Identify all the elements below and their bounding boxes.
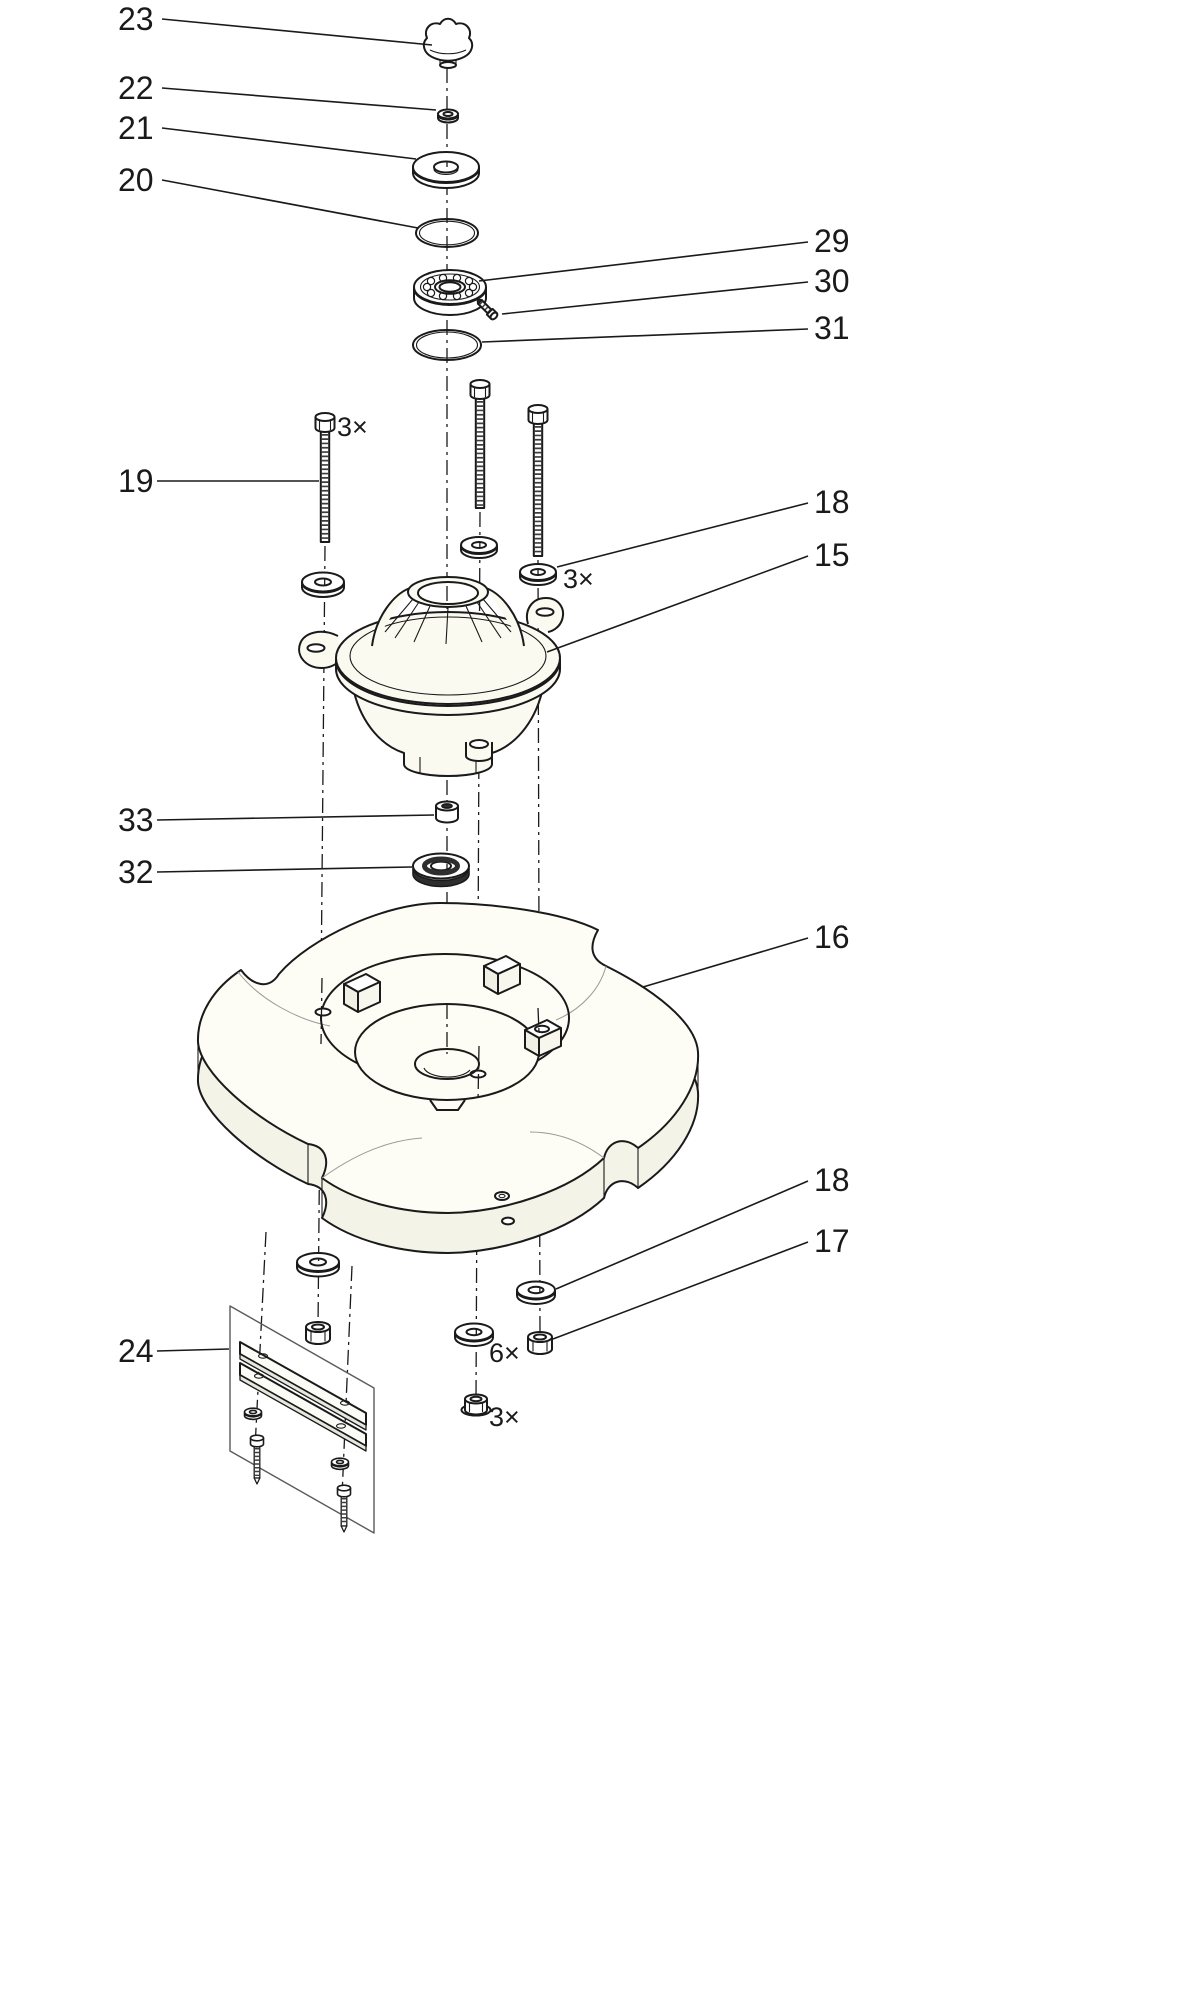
part-bolt-19-left [314, 412, 336, 543]
quantity-label-bolts: 3× [337, 412, 368, 442]
part-nut-17-bottom-right [527, 1331, 553, 1355]
axis-overlay-pocket-left [320, 977, 323, 1045]
blade-kit-screw-right [336, 1484, 352, 1533]
leader-line-31 [481, 328, 809, 343]
blade-bars [239, 1341, 367, 1452]
part-label-33: 33 [118, 802, 154, 838]
part-label-18-bottom: 18 [814, 1162, 850, 1198]
part-washer-18-bottom-right [516, 1280, 556, 1305]
leader-line-16 [642, 937, 809, 988]
leader-line-33 [156, 814, 435, 821]
part-label-20: 20 [118, 162, 154, 198]
part-label-23: 23 [118, 1, 154, 37]
part-flange-nut-bottom-middle [460, 1393, 492, 1417]
pocket-tabs [343, 955, 562, 1057]
part-blade-kit-24 [229, 1305, 375, 1534]
quantity-label-washers-top: 3× [563, 564, 594, 594]
leader-line-23 [161, 18, 433, 46]
blade-kit-washer-left [243, 1407, 263, 1421]
leader-line-29 [478, 241, 809, 282]
leader-line-18-top [556, 502, 809, 568]
quantity-label-washers-bottom: 6× [489, 1338, 520, 1368]
part-label-15: 15 [814, 537, 850, 573]
leader-line-22 [161, 87, 437, 111]
part-washer-22 [437, 108, 459, 124]
leader-line-30 [501, 281, 809, 315]
axis-overlay-pocket-middle [477, 1045, 480, 1103]
part-spacer-33 [435, 800, 459, 824]
part-label-22: 22 [118, 70, 154, 106]
part-washer-21 [412, 151, 480, 189]
leader-line-17 [552, 1241, 809, 1340]
part-label-19: 19 [118, 463, 154, 499]
quantity-label-nuts-bottom: 3× [489, 1402, 520, 1432]
part-seal-32 [412, 852, 470, 888]
part-label-21: 21 [118, 110, 154, 146]
part-washer-bottom-left [296, 1252, 340, 1278]
part-label-30: 30 [814, 263, 850, 299]
leader-line-24 [156, 1348, 230, 1352]
leader-line-32 [156, 866, 413, 873]
axis-overlay-pocket-right [537, 1007, 540, 1033]
part-ring-31 [412, 329, 482, 361]
part-label-32: 32 [118, 854, 154, 890]
part-retaining-ring-20 [415, 218, 479, 248]
part-disc-16 [196, 902, 700, 1254]
part-washer-18-middle [460, 536, 498, 559]
part-label-24: 24 [118, 1333, 154, 1369]
blade-kit-washer-right [330, 1457, 350, 1471]
part-nut-bottom-left [305, 1321, 331, 1345]
blade-screw-axis-right [341, 1265, 353, 1497]
axis-overlays [320, 586, 540, 1103]
part-washer-bottom-middle [454, 1322, 494, 1347]
leader-line-20 [161, 179, 419, 229]
leader-lines [156, 18, 809, 1352]
assembly-axes [254, 68, 541, 1497]
part-cap-23 [422, 17, 474, 69]
bolt-axis-left [317, 545, 326, 1329]
part-washer-18-left [301, 571, 345, 598]
part-label-18-top: 18 [814, 484, 850, 520]
part-labels: 23 22 21 20 29 30 31 19 18 15 33 32 16 1… [118, 1, 850, 1432]
blade-kit-screw-left [249, 1434, 265, 1485]
part-bearing-29 [413, 269, 487, 316]
part-label-17: 17 [814, 1223, 850, 1259]
part-washer-18-right [519, 563, 557, 586]
leader-line-18-bottom [555, 1180, 809, 1290]
parts-artwork [196, 17, 700, 1534]
part-hub-15 [298, 576, 564, 777]
part-label-31: 31 [814, 310, 850, 346]
part-bolt-19-right [527, 404, 549, 557]
part-screw-30 [476, 298, 499, 321]
part-label-16: 16 [814, 919, 850, 955]
part-label-29: 29 [814, 223, 850, 259]
part-bolt-19-middle [469, 379, 491, 509]
leader-line-21 [161, 127, 417, 160]
leader-line-15 [546, 555, 809, 653]
